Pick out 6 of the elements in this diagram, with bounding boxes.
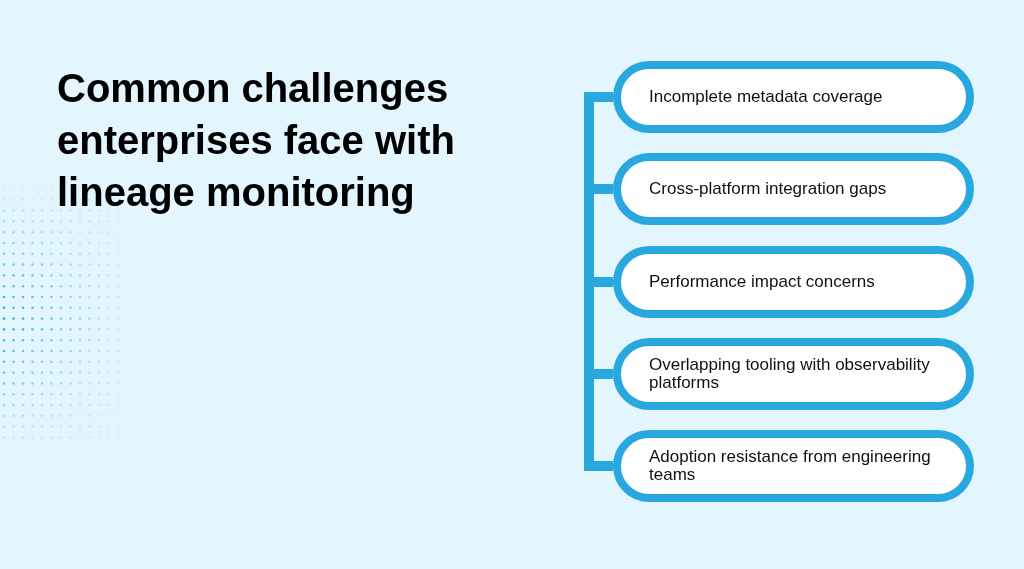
challenge-text: Performance impact concerns xyxy=(649,273,876,291)
challenge-text: Incomplete metadata coverage xyxy=(649,88,884,106)
title: Common challenges enterprises face with lineage monitoring xyxy=(57,65,456,216)
challenge-text: Overlapping tooling with observability platforms xyxy=(649,356,931,392)
challenge-text: Cross-platform integration gaps xyxy=(649,180,888,198)
challenge-text: Adoption resistance from engineering teams xyxy=(649,448,932,484)
